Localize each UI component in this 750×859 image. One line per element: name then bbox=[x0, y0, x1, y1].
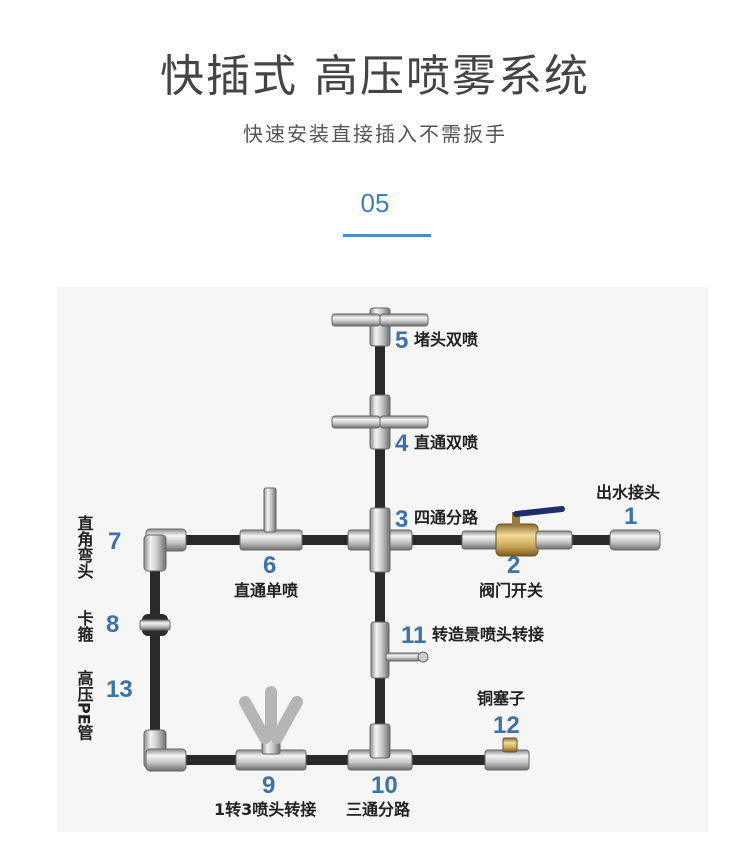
part-number-13: 13 bbox=[106, 676, 133, 703]
part-number-6: 6 bbox=[263, 552, 276, 579]
part-name-4: 直通双喷 bbox=[414, 433, 478, 452]
part-number-12: 12 bbox=[493, 712, 520, 739]
one-to-three-spray-adapter bbox=[235, 686, 307, 771]
part-name-7: 直角弯头 bbox=[75, 514, 94, 580]
part-labels: 5 堵头双喷 4 直通双喷 3 四通分路 出水接头 1 2 阀门开关 6 直通单… bbox=[75, 327, 661, 819]
part-number-7: 7 bbox=[108, 528, 121, 555]
water-outlet-connector bbox=[609, 529, 661, 551]
part-name-10: 三通分路 bbox=[346, 800, 411, 819]
part-name-6: 直通单喷 bbox=[234, 581, 298, 600]
part-name-2: 阀门开关 bbox=[479, 581, 543, 600]
bottom-left-elbow bbox=[143, 729, 187, 772]
part-name-12: 铜塞子 bbox=[477, 689, 525, 708]
part-number-2: 2 bbox=[507, 552, 520, 579]
straight-double-spray-fitting bbox=[331, 394, 429, 450]
part-number-4: 4 bbox=[395, 430, 409, 457]
plug-double-spray-fitting bbox=[331, 307, 429, 347]
part-name-9: 1转3喷头转接 bbox=[214, 800, 316, 819]
brass-plug bbox=[484, 737, 530, 771]
part-number-5: 5 bbox=[395, 327, 408, 354]
part-name-11: 转造景喷头转接 bbox=[432, 625, 544, 644]
part-number-3: 3 bbox=[395, 506, 408, 533]
section-underline bbox=[343, 234, 431, 237]
straight-single-spray-fitting bbox=[239, 487, 303, 551]
four-way-cross-fitting bbox=[347, 507, 413, 573]
ball-valve bbox=[461, 506, 573, 557]
part-name-8: 卡箍 bbox=[75, 609, 94, 643]
pipe-clamp bbox=[139, 614, 171, 636]
scenic-spray-adapter bbox=[370, 621, 429, 679]
part-name-5: 堵头双喷 bbox=[414, 330, 478, 349]
part-number-8: 8 bbox=[106, 611, 119, 638]
section-number: 05 bbox=[360, 188, 390, 218]
part-number-11: 11 bbox=[401, 622, 426, 649]
right-angle-elbow bbox=[143, 528, 187, 572]
page-subtitle: 快速安装直接插入不需扳手 bbox=[243, 122, 507, 146]
part-number-10: 10 bbox=[371, 772, 398, 799]
part-number-9: 9 bbox=[262, 772, 275, 799]
page-title: 快插式 高压喷雾系统 bbox=[160, 51, 590, 102]
part-name-3: 四通分路 bbox=[414, 508, 479, 527]
part-name-13: 高压PE管 bbox=[75, 669, 94, 742]
three-way-tee-fitting bbox=[347, 723, 413, 771]
part-name-1: 出水接头 bbox=[596, 483, 660, 502]
part-number-1: 1 bbox=[624, 503, 637, 530]
